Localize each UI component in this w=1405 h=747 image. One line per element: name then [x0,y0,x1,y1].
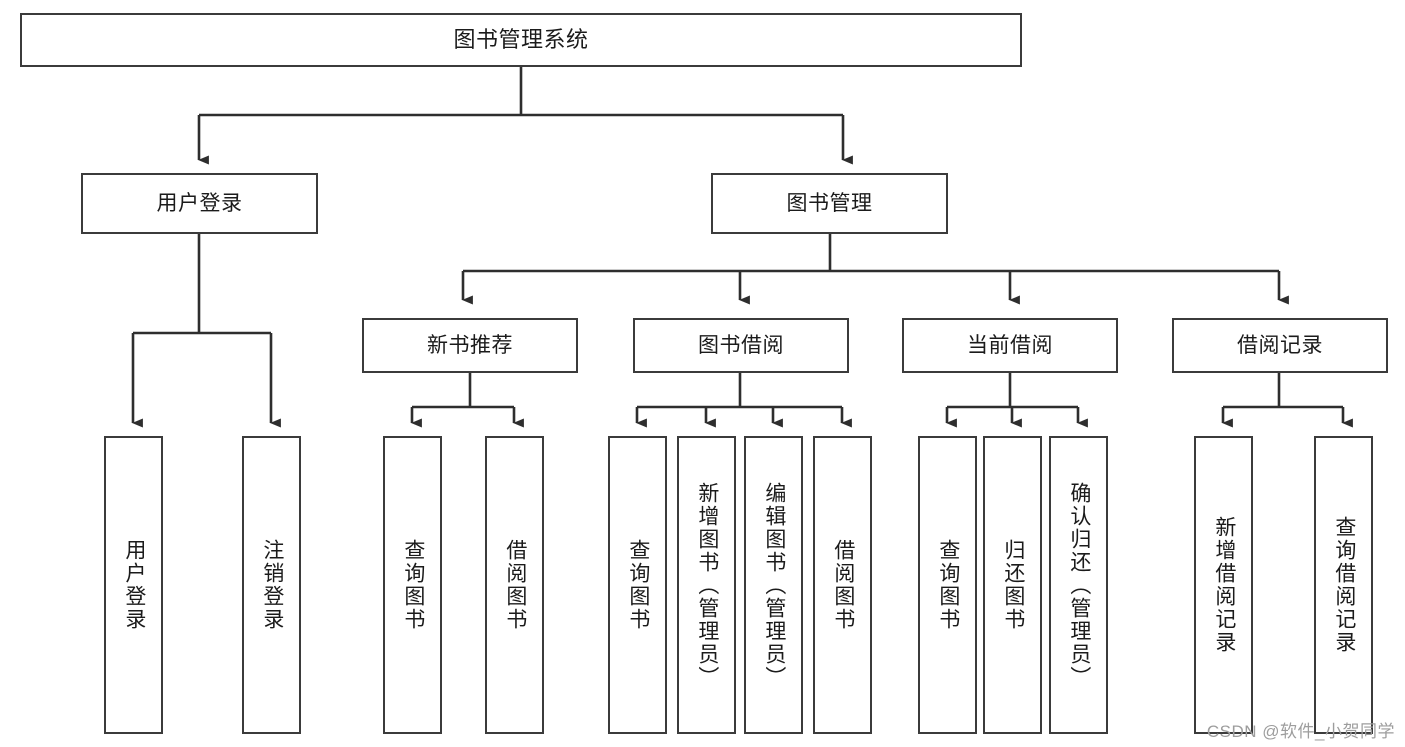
leaf-edit-book-admin[interactable]: 编辑图书（管理员） [744,436,803,734]
node-label: 借阅图书 [831,539,855,631]
watermark-text: CSDN @软件_小贺同学 [1206,722,1395,741]
node-label: 用户登录 [156,192,243,215]
leaf-borrow-book[interactable]: 借阅图书 [813,436,872,734]
node-book-borrow[interactable]: 图书借阅 [633,318,849,373]
leaf-add-borrow-record[interactable]: 新增借阅记录 [1194,436,1253,734]
node-label: 用户登录 [122,539,146,631]
leaf-add-book-admin[interactable]: 新增图书（管理员） [677,436,736,734]
node-label: 借阅图书 [503,539,527,631]
leaf-borrow-book-new[interactable]: 借阅图书 [485,436,544,734]
leaf-query-book-borrow[interactable]: 查询图书 [608,436,667,734]
node-user-login[interactable]: 用户登录 [81,173,318,234]
node-label: 借阅记录 [1237,334,1323,357]
node-label: 注销登录 [260,539,284,631]
node-label: 查询图书 [401,539,425,631]
node-label: 图书管理 [786,192,873,215]
leaf-query-book-current[interactable]: 查询图书 [918,436,977,734]
node-borrow-record[interactable]: 借阅记录 [1172,318,1388,373]
leaf-query-book-new[interactable]: 查询图书 [383,436,442,734]
node-label: 查询图书 [626,539,650,631]
node-label: 新增图书（管理员） [695,481,719,689]
node-label: 确认归还（管理员） [1067,481,1091,689]
leaf-user-login[interactable]: 用户登录 [104,436,163,734]
node-label: 查询借阅记录 [1332,516,1356,654]
node-label: 编辑图书（管理员） [762,481,786,689]
leaf-user-logout[interactable]: 注销登录 [242,436,301,734]
node-label: 新书推荐 [427,334,513,357]
node-label: 图书借阅 [698,334,784,357]
node-label: 查询图书 [936,539,960,631]
node-label: 图书管理系统 [453,27,589,52]
node-new-book-recommend[interactable]: 新书推荐 [362,318,578,373]
node-label: 新增借阅记录 [1212,516,1236,654]
node-book-management[interactable]: 图书管理 [711,173,948,234]
leaf-confirm-return-admin[interactable]: 确认归还（管理员） [1049,436,1108,734]
node-root-library-system[interactable]: 图书管理系统 [20,13,1022,67]
node-label: 归还图书 [1001,539,1025,631]
leaf-return-book[interactable]: 归还图书 [983,436,1042,734]
leaf-query-borrow-record[interactable]: 查询借阅记录 [1314,436,1373,734]
node-label: 当前借阅 [967,334,1053,357]
node-current-borrow[interactable]: 当前借阅 [902,318,1118,373]
